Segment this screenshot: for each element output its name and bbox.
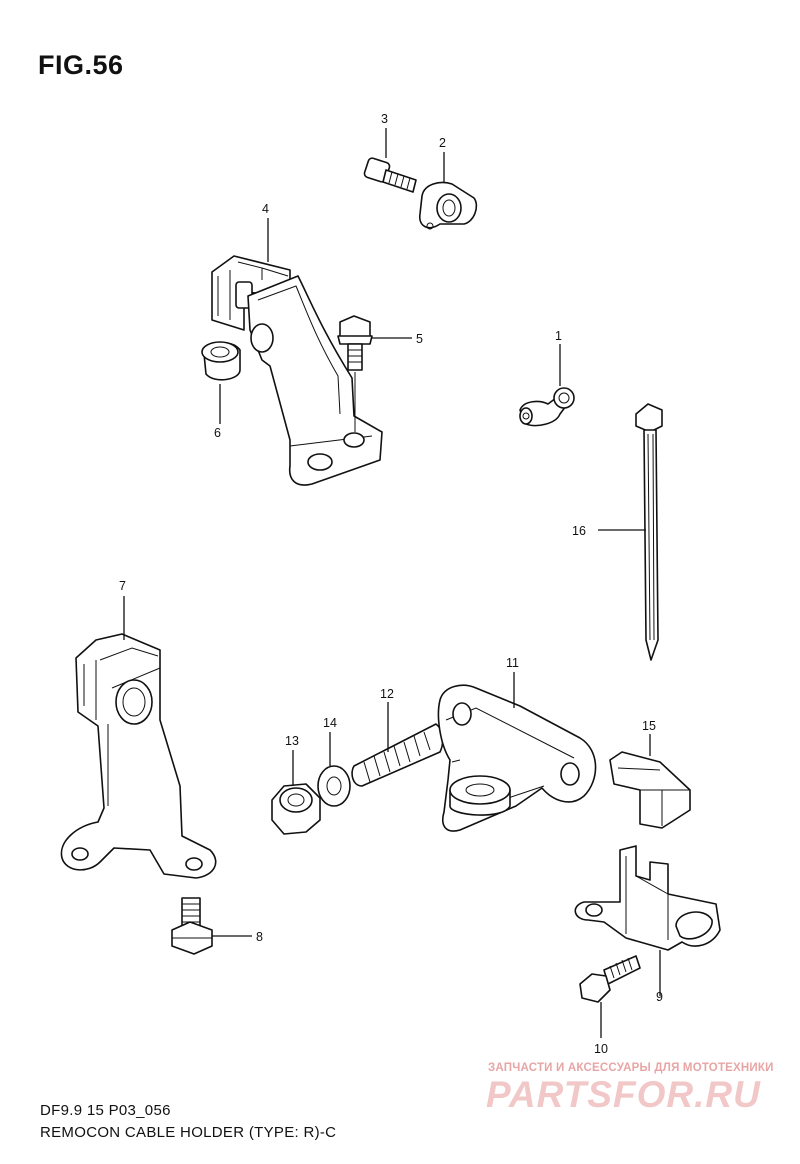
callout-13: 13	[285, 734, 299, 748]
part-5-bolt[interactable]	[337, 315, 373, 371]
part-10-bolt[interactable]	[579, 955, 641, 1003]
callout-12: 12	[380, 687, 394, 701]
callout-2: 2	[439, 136, 446, 150]
part-8-bolt[interactable]	[171, 897, 213, 955]
watermark-logo: PARTSFOR.RU	[486, 1074, 761, 1115]
part-12-stud[interactable]	[351, 723, 444, 787]
callout-16: 16	[572, 524, 586, 538]
part-15-clip[interactable]	[609, 751, 691, 829]
part-13-nut[interactable]	[271, 783, 321, 835]
callout-11: 11	[506, 656, 519, 670]
callout-1: 1	[555, 329, 562, 343]
part-7-bracket[interactable]	[60, 633, 217, 879]
callout-10: 10	[594, 1042, 608, 1056]
part-3-bolt[interactable]	[363, 157, 417, 193]
figure-title: FIG.56	[38, 50, 124, 80]
part-6-grommet[interactable]	[201, 341, 241, 381]
part-16-cable-tie[interactable]	[635, 403, 663, 661]
part-9-bracket[interactable]	[574, 845, 721, 951]
callout-3: 3	[381, 112, 388, 126]
part-11-plate[interactable]	[437, 684, 597, 832]
callout-5: 5	[416, 332, 423, 346]
part-14-washer[interactable]	[317, 765, 351, 807]
callout-4: 4	[262, 202, 269, 216]
part-4-bracket[interactable]	[211, 255, 383, 486]
callout-6: 6	[214, 426, 221, 440]
figure-description: REMOCON CABLE HOLDER (TYPE: R)-C	[40, 1124, 337, 1141]
callout-15: 15	[642, 719, 656, 733]
callout-9: 9	[656, 990, 663, 1004]
callout-14: 14	[323, 716, 337, 730]
part-2-clamp[interactable]	[418, 181, 478, 230]
callout-8: 8	[256, 930, 263, 944]
callout-7: 7	[119, 579, 126, 593]
figure-code: DF9.9 15 P03_056	[40, 1102, 171, 1119]
part-1-cable-end[interactable]	[519, 387, 575, 427]
watermark-tagline: ЗАПЧАСТИ И АКСЕССУАРЫ ДЛЯ МОТОТЕХНИКИ	[488, 1062, 774, 1074]
